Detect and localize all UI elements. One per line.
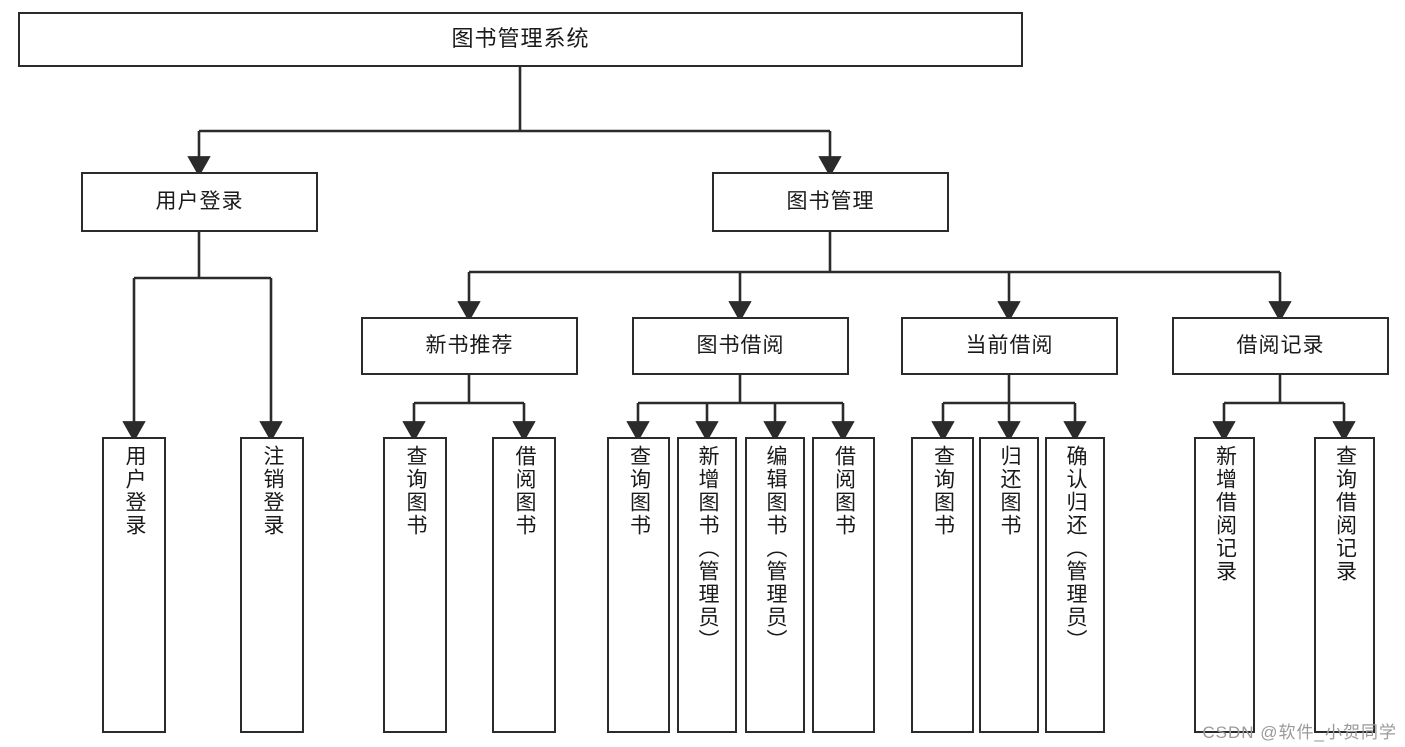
leaf-borrow-record-add[interactable]: 新增借阅记录 [1194, 437, 1255, 733]
node-borrow-record[interactable]: 借阅记录 [1172, 317, 1389, 375]
node-label: 查询图书 [931, 445, 955, 537]
leaf-book-borrow-edit[interactable]: 编辑图书（管理员） [745, 437, 805, 733]
leaf-book-borrow-query[interactable]: 查询图书 [607, 437, 670, 733]
node-label: 归还图书 [998, 445, 1022, 537]
node-label: 用户登录 [123, 445, 147, 537]
leaf-new-book-borrow[interactable]: 借阅图书 [492, 437, 556, 733]
node-label: 当前借阅 [965, 334, 1054, 358]
node-root-system[interactable]: 图书管理系统 [18, 12, 1023, 67]
leaf-user-login-signout[interactable]: 注销登录 [240, 437, 304, 733]
node-label: 用户登录 [155, 190, 244, 214]
leaf-new-book-query[interactable]: 查询图书 [383, 437, 447, 733]
node-label: 借阅图书 [513, 445, 537, 537]
leaf-user-login-signin[interactable]: 用户登录 [102, 437, 166, 733]
node-label: 查询借阅记录 [1333, 445, 1357, 583]
node-label: 确认归还（管理员） [1064, 445, 1088, 652]
node-label: 编辑图书（管理员） [764, 445, 788, 652]
leaf-current-borrow-query[interactable]: 查询图书 [911, 437, 974, 733]
node-label: 图书借阅 [696, 334, 785, 358]
leaf-book-borrow-lend[interactable]: 借阅图书 [812, 437, 875, 733]
node-label: 注销登录 [261, 445, 285, 537]
node-label: 新书推荐 [425, 334, 514, 358]
node-label: 新增图书（管理员） [696, 445, 720, 652]
leaf-current-borrow-return[interactable]: 归还图书 [979, 437, 1039, 733]
node-label: 借阅记录 [1236, 334, 1325, 358]
node-label: 查询图书 [404, 445, 428, 537]
leaf-current-borrow-confirm[interactable]: 确认归还（管理员） [1045, 437, 1105, 733]
node-label: 借阅图书 [832, 445, 856, 537]
node-book-borrow[interactable]: 图书借阅 [632, 317, 849, 375]
leaf-borrow-record-query[interactable]: 查询借阅记录 [1314, 437, 1375, 733]
node-label: 新增借阅记录 [1213, 445, 1237, 583]
node-label: 查询图书 [627, 445, 651, 537]
node-label: 图书管理 [786, 190, 875, 214]
watermark: CSDN @软件_小贺同学 [1202, 723, 1397, 742]
node-label: 图书管理系统 [451, 26, 590, 52]
node-current-borrow[interactable]: 当前借阅 [901, 317, 1118, 375]
node-new-book-recommend[interactable]: 新书推荐 [361, 317, 578, 375]
node-user-login[interactable]: 用户登录 [81, 172, 318, 232]
node-book-management[interactable]: 图书管理 [712, 172, 949, 232]
leaf-book-borrow-add[interactable]: 新增图书（管理员） [677, 437, 737, 733]
